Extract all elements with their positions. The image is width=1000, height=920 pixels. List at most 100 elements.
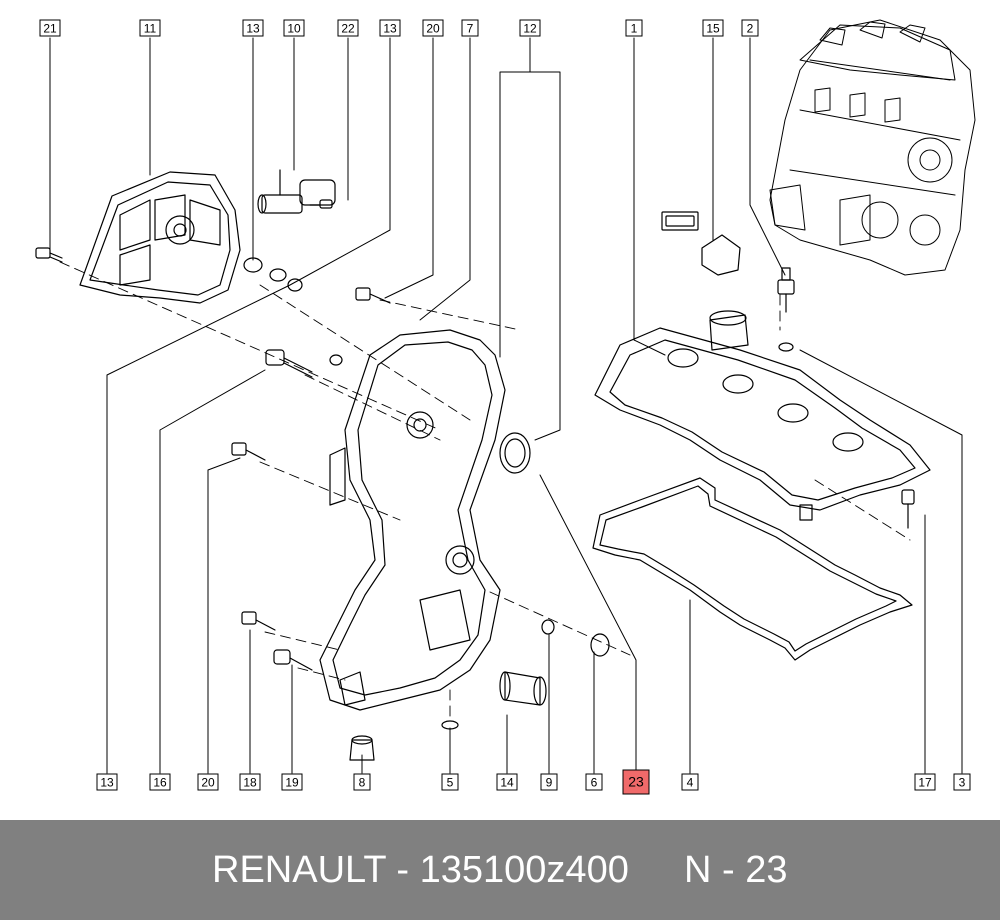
callout-box: [540, 773, 558, 791]
callout-number: 18: [243, 776, 257, 790]
callout-box: [953, 773, 971, 791]
callout-box: [239, 773, 261, 791]
callout-number: 3: [959, 776, 966, 790]
callout-14: 14: [496, 773, 518, 791]
callout-number: 6: [591, 776, 598, 790]
callout-11: 11: [139, 19, 161, 37]
callout-number: 1: [631, 22, 638, 36]
callout-number: 9: [546, 776, 553, 790]
cover-bolts: [231, 287, 391, 671]
callout-number: 5: [447, 776, 454, 790]
callout-1: 1: [625, 19, 643, 37]
callout-number: 23: [628, 774, 644, 790]
callout-number: 19: [285, 776, 299, 790]
callout-19: 19: [281, 773, 303, 791]
callout-box: [702, 19, 724, 37]
callout-labels: 21 11 13 10 22 13 20 7 12 1 15 2 13 16 20 18 19 8 5 14 9 6 23 4…: [39, 19, 971, 795]
footer-bar: RENAULT - 135100z400 N - 23: [0, 820, 1000, 920]
oil-filler-cap: [661, 211, 741, 276]
callout-21: 21: [39, 19, 61, 37]
o-rings: [243, 257, 794, 730]
callout-number: 13: [100, 776, 114, 790]
pulley-bush-14: [499, 671, 547, 706]
callout-number: 20: [201, 776, 215, 790]
cylinder-head-cover: [594, 310, 931, 521]
callout-box: [496, 773, 518, 791]
callout-23: 23: [622, 769, 650, 795]
callout-box: [197, 773, 219, 791]
callout-number: 8: [359, 776, 366, 790]
callout-number: 16: [153, 776, 167, 790]
callout-box: [281, 773, 303, 791]
alignment-lines: [59, 261, 911, 721]
timing-cover-plate: [79, 171, 241, 304]
bolt-22: [309, 199, 333, 209]
stud-bolt-17: [901, 489, 915, 529]
callout-7: 7: [461, 19, 479, 37]
callout-box: [422, 19, 444, 37]
callout-number: 15: [706, 22, 720, 36]
callout-box: [337, 19, 359, 37]
crank-seal: [499, 432, 531, 474]
callout-box: [379, 19, 401, 37]
leader-lines: [49, 37, 963, 774]
callout-box: [242, 19, 264, 37]
callout-number: 4: [687, 776, 694, 790]
callout-5: 5: [441, 773, 459, 791]
callout-13: 13: [379, 19, 401, 37]
part-number-text: RENAULT - 135100z400: [212, 849, 629, 891]
callout-box: [149, 773, 171, 791]
callout-box: [625, 19, 643, 37]
callout-number: 7: [467, 22, 474, 36]
callout-box: [914, 773, 936, 791]
callout-20: 20: [197, 773, 219, 791]
oil-control-valve: [257, 169, 336, 214]
callout-box: [139, 19, 161, 37]
callout-box: [353, 773, 371, 791]
callout-box: [441, 773, 459, 791]
callout-20: 20: [422, 19, 444, 37]
callout-box: [519, 19, 541, 37]
sensor-2: [777, 267, 795, 313]
callout-18: 18: [239, 773, 261, 791]
callout-number: 12: [523, 22, 537, 36]
callout-number: 13: [246, 22, 260, 36]
callout-number: 2: [747, 22, 754, 36]
callout-number: 21: [43, 22, 57, 36]
callout-17: 17: [914, 773, 936, 791]
callout-number: 20: [426, 22, 440, 36]
callout-number: 14: [500, 776, 514, 790]
callout-number: 10: [287, 22, 301, 36]
engine-block: [769, 19, 976, 276]
bolt-21: [35, 247, 63, 263]
callout-box: [741, 19, 759, 37]
callout-number: 22: [341, 22, 355, 36]
callout-15: 15: [702, 19, 724, 37]
callout-13: 13: [96, 773, 118, 791]
callout-number: 11: [144, 22, 157, 36]
callout-10: 10: [283, 19, 305, 37]
front-timing-cover: [319, 329, 506, 711]
exploded-parts-diagram: 21 11 13 10 22 13 20 7 12 1 15 2 13 16 20 18 19 8 5 14 9 6 23 4…: [35, 19, 976, 795]
callout-9: 9: [540, 773, 558, 791]
callout-12: 12: [519, 19, 541, 37]
callout-number: 13: [383, 22, 397, 36]
callout-box: [585, 773, 603, 791]
callout-number: 17: [918, 776, 932, 790]
callout-box: [39, 19, 61, 37]
callout-box: [622, 769, 650, 795]
callout-box: [96, 773, 118, 791]
callout-8: 8: [353, 773, 371, 791]
callout-box: [681, 773, 699, 791]
callout-13: 13: [242, 19, 264, 37]
callout-2: 2: [741, 19, 759, 37]
reference-number-text: N - 23: [684, 849, 788, 891]
callout-box: [283, 19, 305, 37]
callout-6: 6: [585, 773, 603, 791]
callout-16: 16: [149, 773, 171, 791]
callout-box: [461, 19, 479, 37]
cover-gasket: [592, 477, 913, 661]
callout-3: 3: [953, 773, 971, 791]
callout-22: 22: [337, 19, 359, 37]
